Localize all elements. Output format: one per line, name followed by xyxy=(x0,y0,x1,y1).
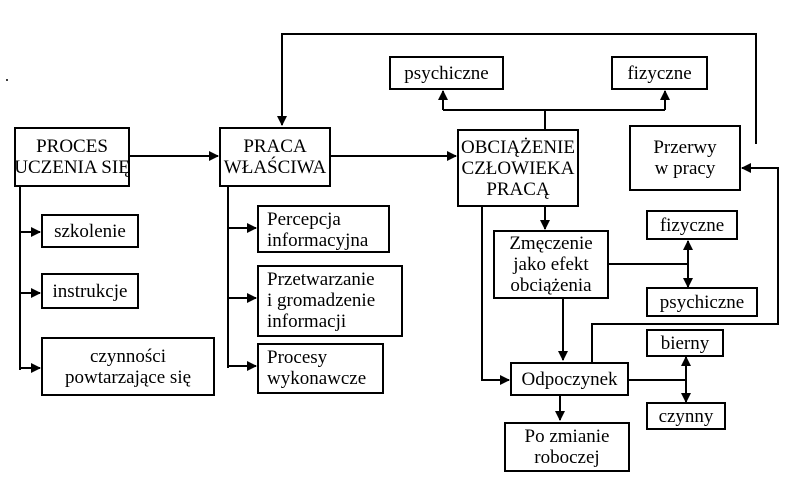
node-line: Zmęczenie xyxy=(509,233,593,254)
node-po-zmianie: Po zmianie roboczej xyxy=(504,422,630,472)
node-line: Po zmianie xyxy=(524,426,610,447)
node-line: Odpoczynek xyxy=(521,368,618,390)
node-line: czynny xyxy=(658,405,714,427)
node-line: PRACA xyxy=(243,136,307,157)
node-odpoczynek: Odpoczynek xyxy=(510,362,629,396)
node-line: informacyjna xyxy=(267,230,369,251)
node-line: powtarzające się xyxy=(64,366,192,388)
node-obciazenie: OBCIĄŻENIE CZŁOWIEKA PRACĄ xyxy=(457,129,579,207)
node-psychiczne-mid: psychiczne xyxy=(646,287,758,317)
node-fizyczne-top: fizyczne xyxy=(611,56,708,90)
node-line: UCZENIA SIĘ xyxy=(14,157,130,178)
node-line: OBCIĄŻENIE xyxy=(461,136,575,158)
node-instrukcje: instrukcje xyxy=(41,273,139,309)
node-line: PROCES xyxy=(36,136,108,157)
node-percepcja: Percepcja informacyjna xyxy=(257,205,390,253)
node-line: obciążenia xyxy=(510,275,592,296)
node-line: Przetwarzanie xyxy=(267,269,375,290)
node-zmeczenie: Zmęczenie jako efekt obciążenia xyxy=(493,230,609,299)
node-line: jako efekt xyxy=(513,254,589,275)
node-fizyczne-mid: fizyczne xyxy=(646,210,738,240)
node-line: informacji xyxy=(267,311,347,332)
node-bierny: bierny xyxy=(646,329,724,357)
node-line: PRACĄ xyxy=(486,178,550,200)
node-przetwarzanie: Przetwarzanie i gromadzenie informacji xyxy=(257,265,403,337)
node-line: instrukcje xyxy=(52,280,128,302)
node-line: Przerwy xyxy=(653,137,717,158)
node-line: psychiczne xyxy=(659,291,745,313)
node-praca-wlasciwa: PRACA WŁAŚCIWA xyxy=(219,127,331,187)
node-line: fizyczne xyxy=(659,214,725,236)
node-line: roboczej xyxy=(534,447,600,468)
edge-odpoczynek-przerwy xyxy=(591,163,779,364)
node-line: bierny xyxy=(660,332,710,354)
stray-dot xyxy=(6,79,8,81)
node-line: psychiczne xyxy=(404,62,489,84)
edge-przerwy-loop xyxy=(277,33,757,144)
node-line: czynności xyxy=(90,345,166,367)
node-czynnosci: czynności powtarzające się xyxy=(41,337,215,396)
node-line: WŁAŚCIWA xyxy=(223,157,327,178)
node-line: i gromadzenie xyxy=(267,290,376,311)
node-line: fizyczne xyxy=(627,62,692,84)
edge-obc-odpoczynek xyxy=(481,206,510,385)
node-psychiczne-top: psychiczne xyxy=(389,56,504,90)
node-line: Percepcja xyxy=(267,209,341,230)
node-szkolenie: szkolenie xyxy=(41,214,139,248)
node-line: szkolenie xyxy=(54,220,126,242)
node-przerwy: Przerwy w pracy xyxy=(629,125,741,191)
node-line: wykonawcze xyxy=(267,368,367,389)
node-line: w pracy xyxy=(654,158,716,179)
node-czynny: czynny xyxy=(646,402,726,430)
node-procesy-wykonawcze: Procesy wykonawcze xyxy=(257,343,384,394)
node-line: CZŁOWIEKA xyxy=(461,157,575,179)
node-line: Procesy xyxy=(267,347,328,368)
node-proces-uczenia: PROCES UCZENIA SIĘ xyxy=(14,127,130,187)
